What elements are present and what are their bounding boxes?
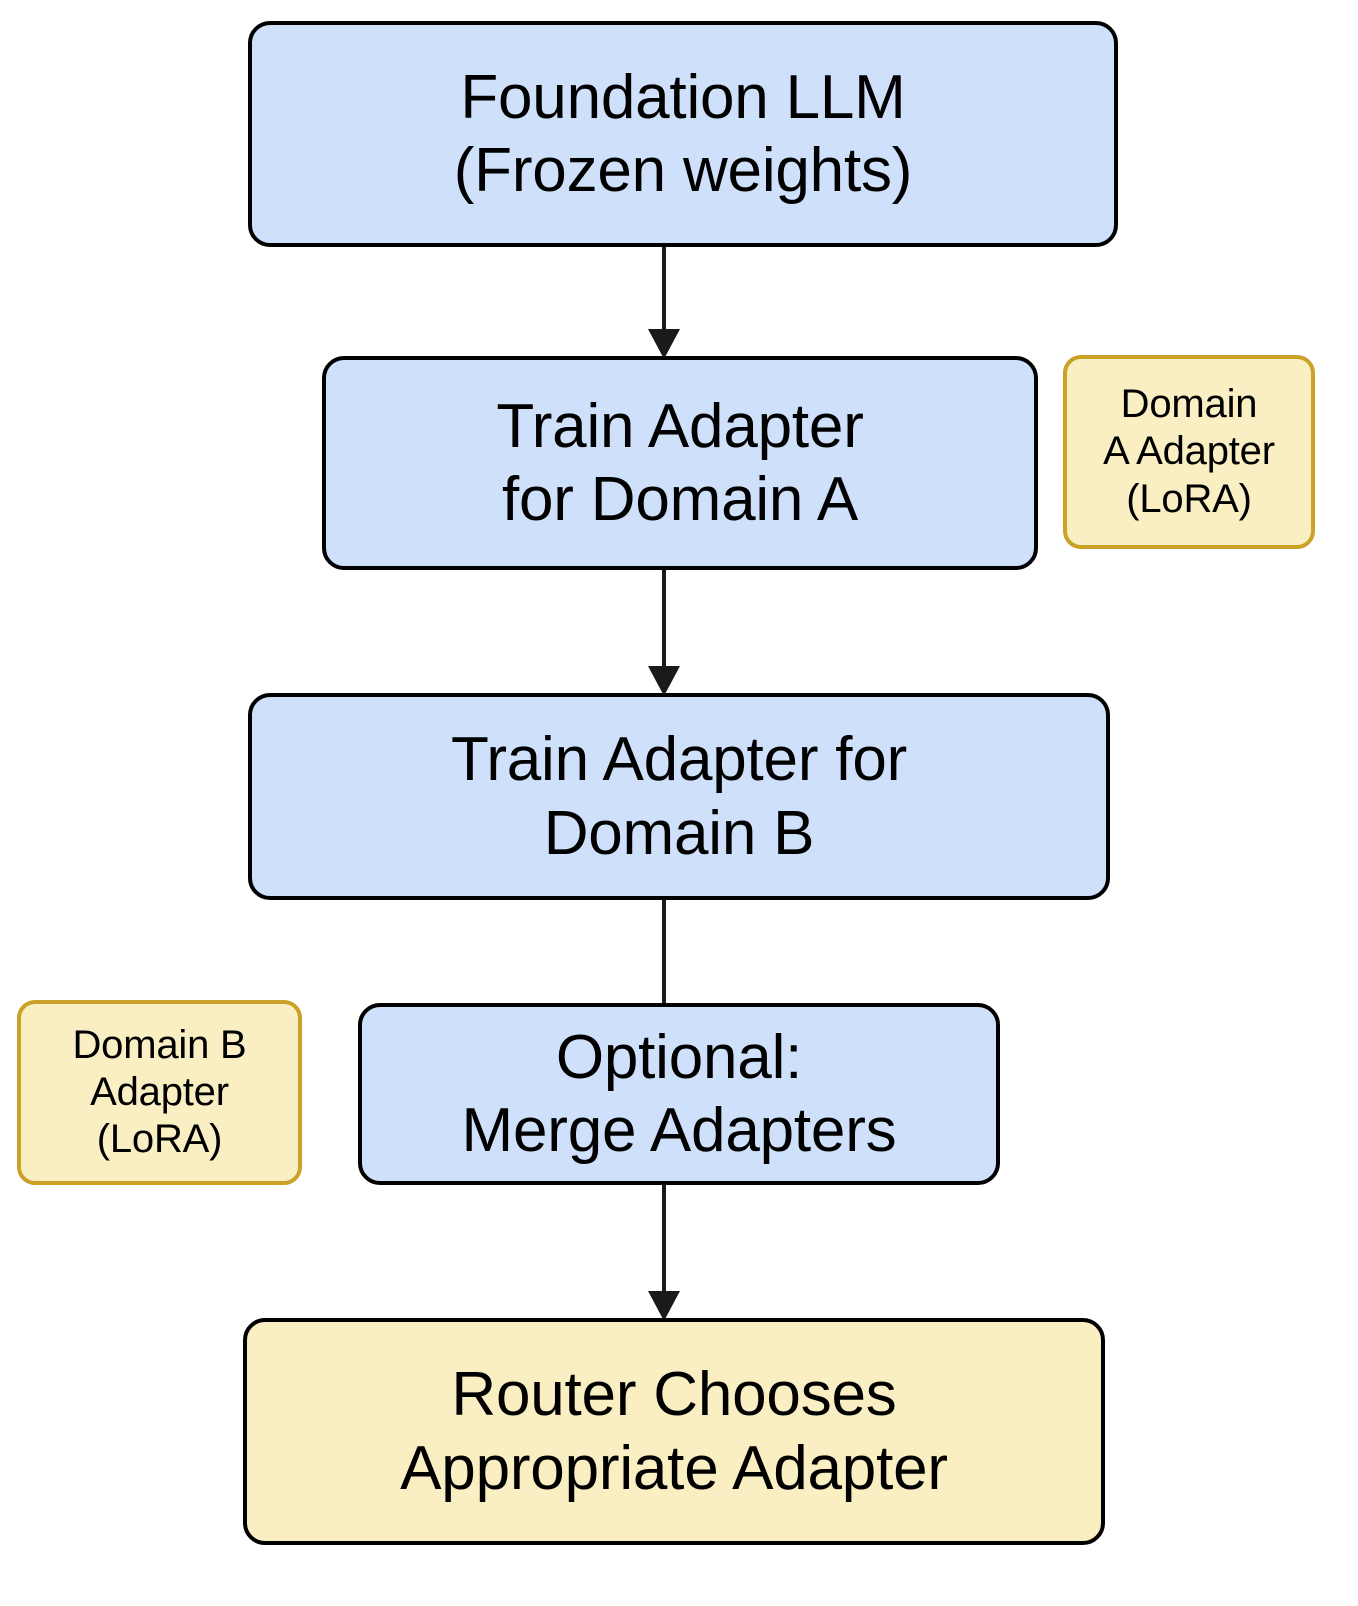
node-train-adapter-domain-b[interactable]: Train Adapter for Domain B (248, 693, 1110, 900)
edge-domain-b-to-merge (662, 896, 666, 1008)
node-train-adapter-domain-a[interactable]: Train Adapter for Domain A (322, 356, 1038, 570)
node-domain-a-adapter[interactable]: Domain A Adapter (LoRA) (1063, 355, 1315, 549)
node-domain-b-adapter[interactable]: Domain B Adapter (LoRA) (17, 1000, 302, 1185)
node-merge-adapters[interactable]: Optional: Merge Adapters (358, 1003, 1000, 1185)
edge-merge-to-router (648, 1181, 680, 1321)
edge-foundation-to-domain-a (648, 243, 680, 359)
node-foundation-llm[interactable]: Foundation LLM (Frozen weights) (248, 21, 1118, 247)
edge-domain-a-to-domain-b (648, 566, 680, 696)
node-router[interactable]: Router Chooses Appropriate Adapter (243, 1318, 1105, 1545)
